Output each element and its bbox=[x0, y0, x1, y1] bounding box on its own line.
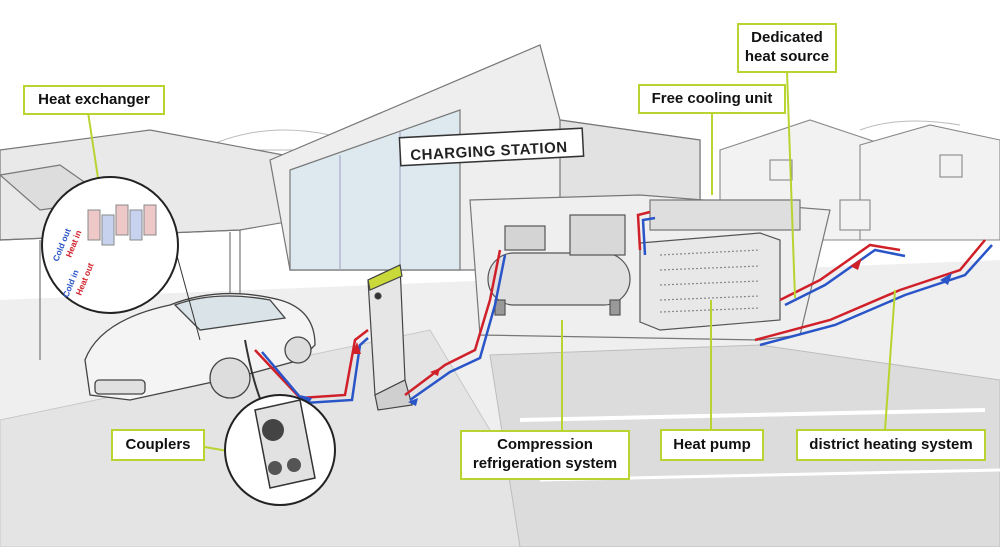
label-dedicated-line1: Dedicated bbox=[751, 29, 823, 47]
heat-pump-cabinet bbox=[639, 232, 781, 331]
electric-car bbox=[84, 292, 316, 401]
callout-heat-exchanger: Heat exchanger bbox=[23, 85, 165, 115]
charging-station-sign: CHARGING STATION bbox=[398, 127, 585, 167]
couplers-inset bbox=[224, 394, 336, 506]
coupler-dc-socket-icon bbox=[287, 458, 301, 472]
callout-couplers: Couplers bbox=[111, 429, 205, 461]
label-district-heating: district heating system bbox=[809, 435, 973, 453]
callout-free-cooling: Free cooling unit bbox=[638, 84, 786, 114]
label-heat-pump: Heat pump bbox=[673, 435, 751, 453]
leader-lines bbox=[87, 71, 896, 456]
coupler-dc-socket-icon bbox=[268, 461, 282, 475]
callout-compression-refrigeration: Compression refrigeration system bbox=[460, 430, 630, 480]
refrigeration-tank bbox=[487, 214, 631, 316]
label-couplers: Couplers bbox=[125, 435, 191, 453]
cold-pipe bbox=[261, 216, 993, 405]
label-compression-line1: Compression bbox=[497, 436, 593, 454]
label-free-cooling: Free cooling unit bbox=[651, 89, 773, 107]
charger-column bbox=[367, 264, 413, 411]
label-compression-line2: refrigeration system bbox=[472, 455, 618, 472]
callout-heat-pump: Heat pump bbox=[660, 429, 764, 461]
label-heat-exchanger: Heat exchanger bbox=[38, 90, 150, 108]
hot-pipe bbox=[254, 210, 986, 400]
callout-district-heating: district heating system bbox=[796, 429, 986, 461]
callout-dedicated-heat-source: Dedicated heat source bbox=[737, 23, 837, 73]
heat-exchanger-inset: Cold out Heat in Cold in Heat out bbox=[41, 176, 201, 341]
coupler-socket-icon bbox=[262, 419, 284, 441]
label-dedicated-line2: heat source bbox=[744, 48, 830, 65]
